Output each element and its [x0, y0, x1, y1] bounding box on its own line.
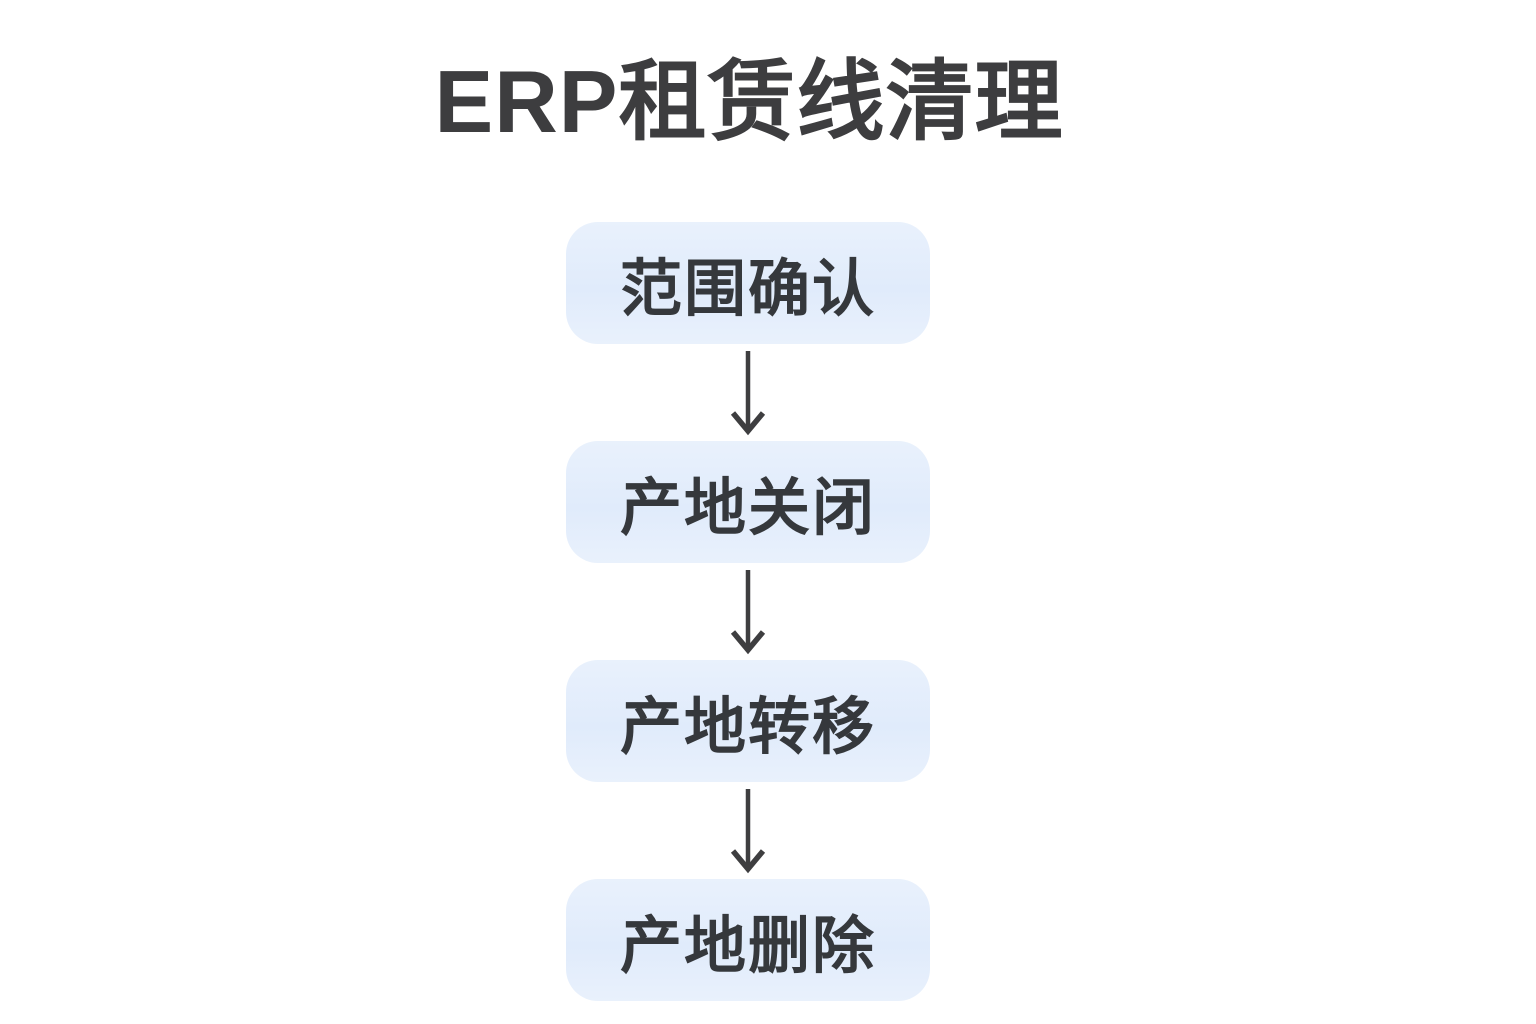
arrow-down-icon — [726, 782, 770, 879]
flow-step-origin-delete: 产地删除 — [566, 879, 930, 1001]
flow-step-label: 产地关闭 — [619, 474, 876, 543]
flow-step-origin-transfer: 产地转移 — [566, 660, 930, 782]
page-title: ERP租赁线清理 — [434, 52, 1064, 151]
flow-step-scope-confirm: 范围确认 — [566, 222, 930, 344]
flow-step-label: 产地转移 — [619, 693, 876, 762]
flow-step-label: 产地删除 — [619, 912, 876, 981]
flowchart: 范围确认 产地关闭 产地转移 产地删除 — [566, 222, 930, 1001]
flow-step-label: 范围确认 — [619, 255, 876, 324]
arrow-down-icon — [726, 563, 770, 660]
flow-step-origin-close: 产地关闭 — [566, 441, 930, 563]
arrow-down-icon — [726, 344, 770, 441]
